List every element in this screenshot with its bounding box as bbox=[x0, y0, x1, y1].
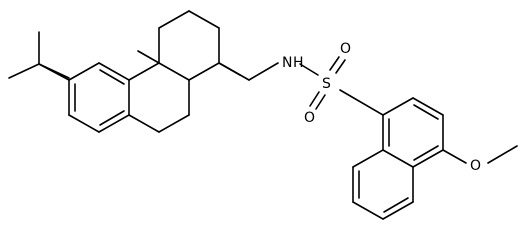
bond-mid-2 bbox=[158, 62, 190, 81]
bond-top-2 bbox=[158, 10, 190, 29]
bond-mid-1 bbox=[128, 62, 160, 81]
bond-mid-5 bbox=[128, 114, 160, 133]
sulfonyl-oxygen-bottom-label: O bbox=[304, 110, 315, 126]
nitrogen-label: N bbox=[282, 55, 292, 71]
bond-nb-1 bbox=[352, 149, 384, 168]
bond-ar-5 bbox=[98, 62, 130, 81]
sulfur-label: S bbox=[322, 76, 331, 92]
bond-ipr-1 bbox=[8, 63, 40, 79]
bond-ipr-ring bbox=[38, 63, 70, 81]
bond-nb-3 bbox=[352, 201, 384, 220]
bond-s-o-top-a bbox=[329, 56, 340, 71]
bond-na-1 bbox=[382, 97, 414, 116]
bond-mid-4 bbox=[158, 114, 190, 133]
bond-s-naph bbox=[339, 89, 384, 116]
bond-na-2-inner bbox=[413, 104, 439, 120]
bond-ar-5-inner bbox=[99, 69, 125, 85]
bond-n-s bbox=[299, 63, 319, 76]
sulfonyl-oxygen-top-label: O bbox=[340, 41, 351, 57]
nh-hydrogen-label: H bbox=[293, 55, 304, 71]
bond-s-o-bottom-a bbox=[309, 91, 320, 107]
bond-ome-2 bbox=[487, 145, 518, 164]
bond-nb-4-inner bbox=[383, 197, 409, 213]
bond-na-4 bbox=[412, 149, 444, 168]
bond-ar-2 bbox=[68, 114, 100, 133]
bond-ar-3 bbox=[98, 114, 130, 133]
bond-nb-4 bbox=[382, 201, 414, 220]
methoxy-oxygen-label: O bbox=[470, 158, 481, 174]
structure-canvas: N H S O O O bbox=[8, 10, 518, 220]
bond-ar-6 bbox=[68, 62, 100, 81]
bond-top-5 bbox=[188, 62, 220, 81]
bond-ch2-2 bbox=[248, 62, 279, 81]
bond-s-o-top-b bbox=[335, 59, 346, 74]
bond-top-3 bbox=[188, 10, 220, 29]
chemical-structure-diagram: N H S O O O bbox=[8, 10, 518, 220]
bond-ch2-1 bbox=[218, 62, 250, 81]
bond-na-4-inner bbox=[413, 145, 439, 161]
bond-s-o-bottom-b bbox=[315, 94, 326, 110]
bond-ar-3-inner bbox=[99, 110, 125, 126]
bond-na-2 bbox=[412, 97, 444, 116]
bond-na-5 bbox=[382, 149, 414, 168]
bond-ome-1 bbox=[442, 149, 467, 164]
bond-methyl-4a bbox=[137, 50, 160, 64]
